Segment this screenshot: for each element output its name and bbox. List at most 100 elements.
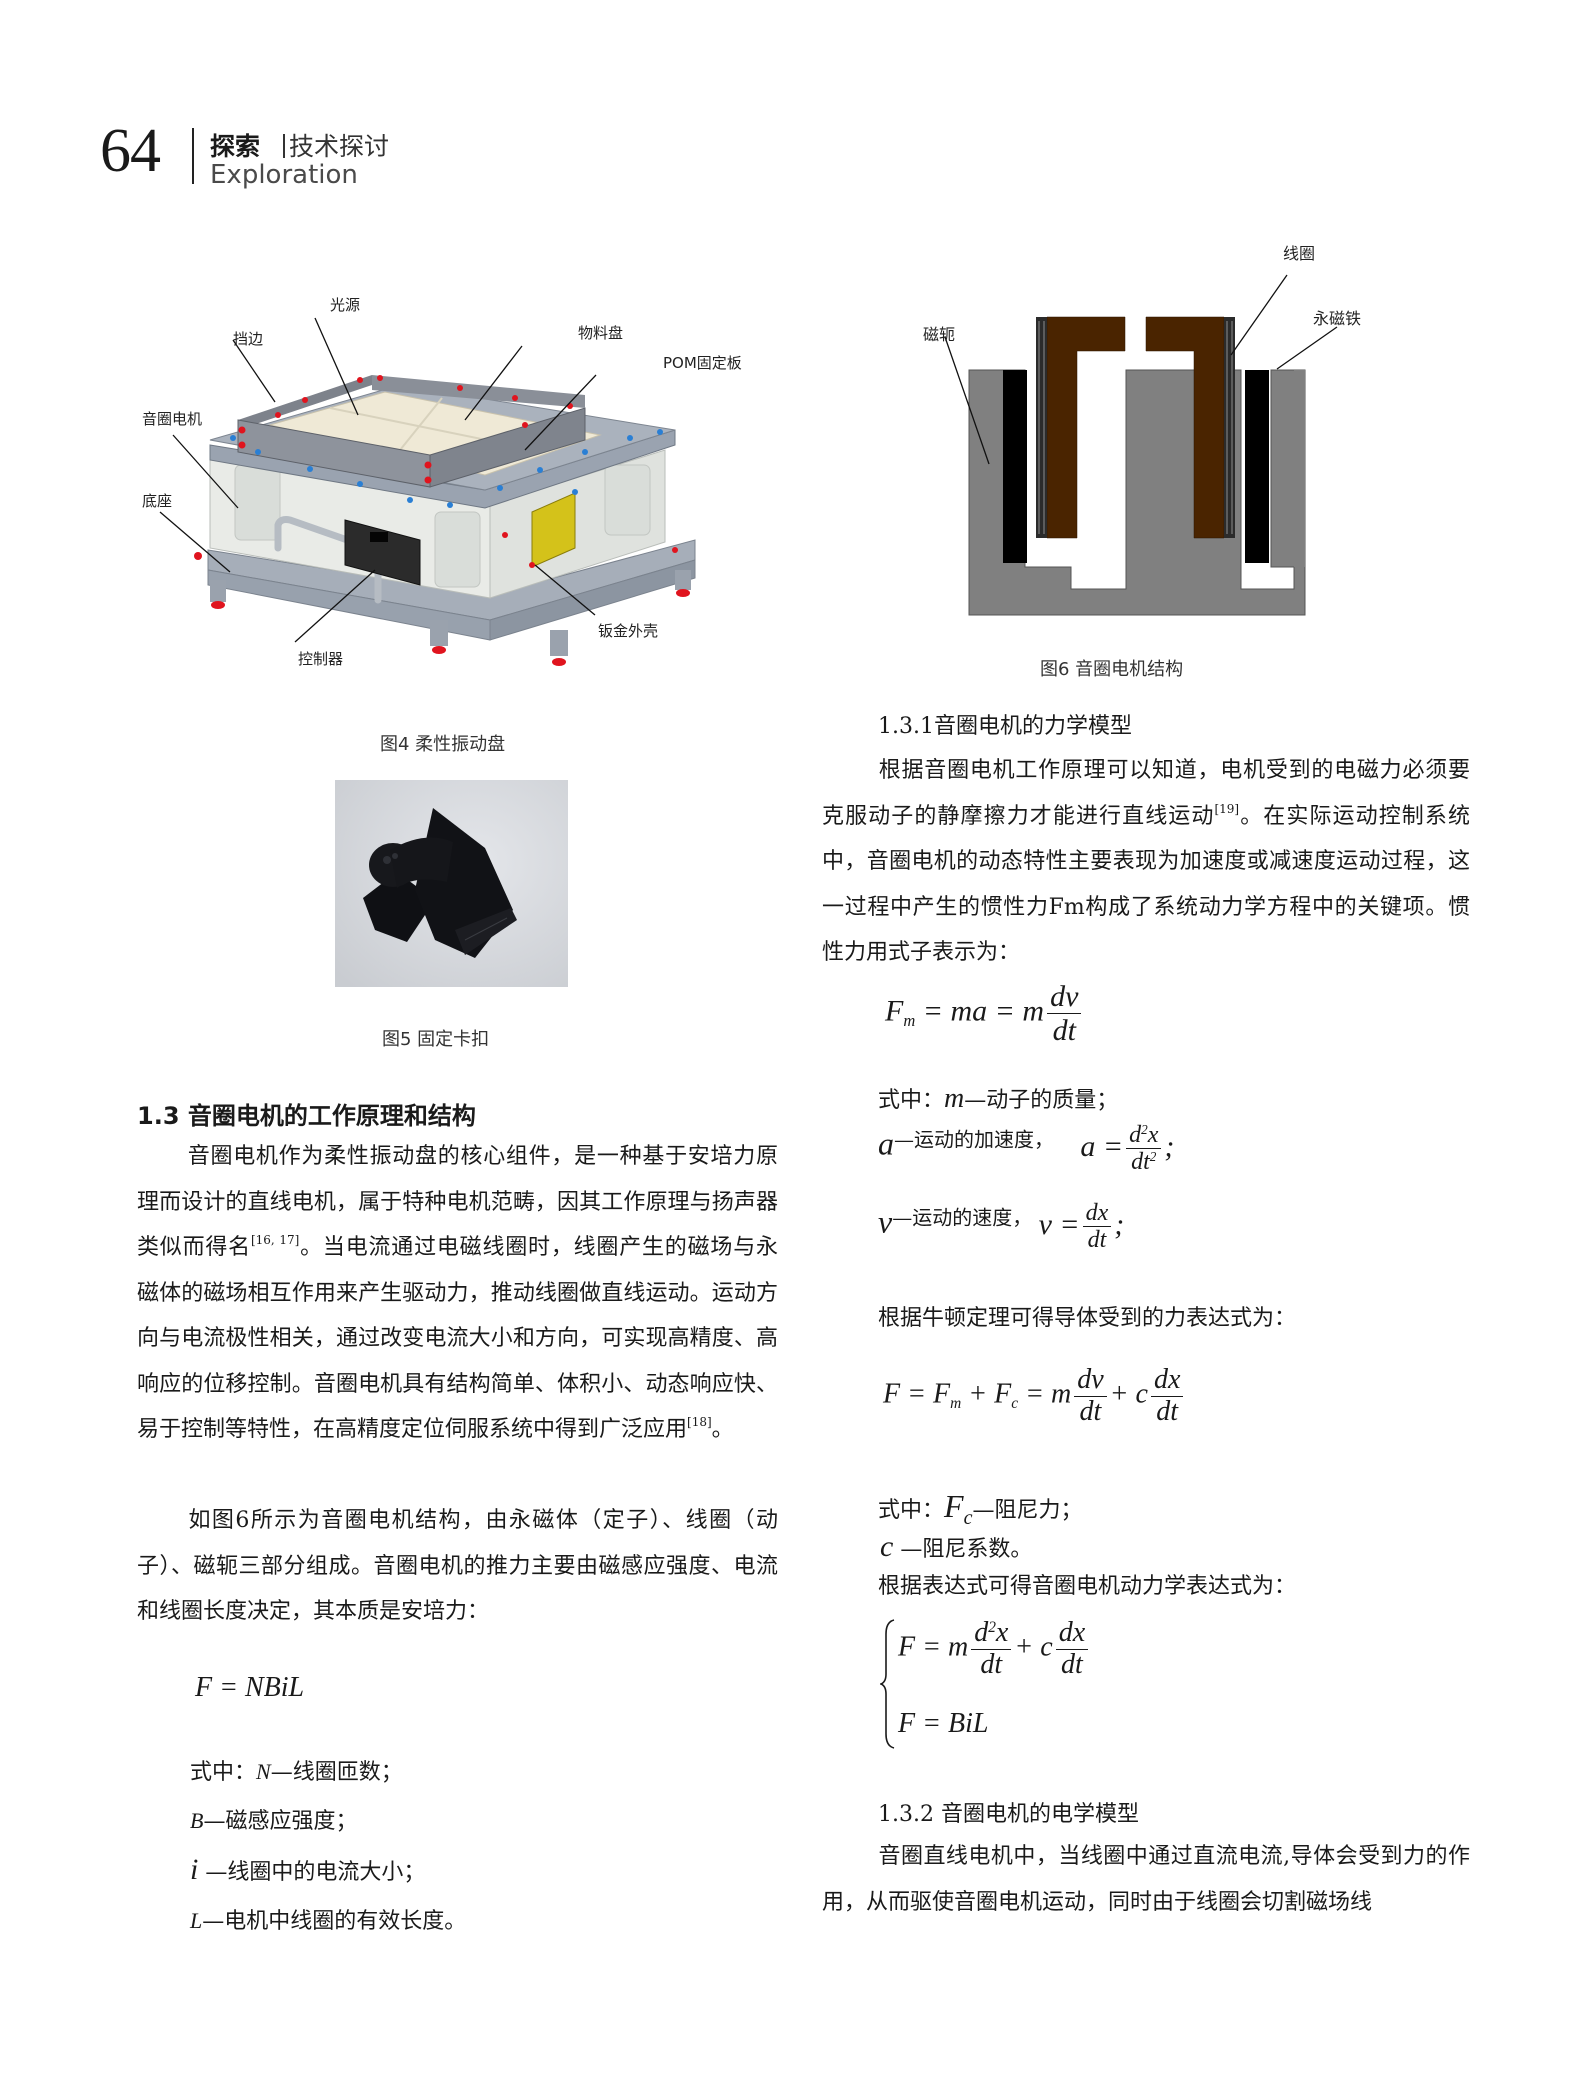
label-sheet-metal-shell: 钣金外壳 <box>598 622 659 640</box>
section-title: 探索 <box>210 132 261 161</box>
definition-text: —电机中线圈的有效长度。 <box>202 1909 467 1934</box>
eq-subscript: m <box>950 1395 962 1413</box>
subsection-heading-1-3-2: 1.3.2 音圈电机的电学模型 <box>878 1802 1139 1827</box>
symbol-subscript: c <box>963 1507 973 1529</box>
definition-l: L—电机中线圈的有效长度。 <box>190 1897 466 1946</box>
paragraph-text: 。当电流通过电磁线圈时，线圈产生的磁场与永磁体的磁场相互作用来产生驱动力，推动线… <box>137 1235 778 1442</box>
label-side-guard: 挡边 <box>233 330 264 348</box>
fixing-clip-photo <box>335 780 568 987</box>
definition-text: —线圈匝数； <box>270 1760 403 1785</box>
numerator: d <box>1129 1122 1142 1148</box>
where-label: 式中： <box>878 1498 945 1523</box>
numerator: dv <box>1047 980 1082 1014</box>
eq-term: v = <box>1038 1207 1080 1241</box>
definition-text: —线圈中的电流大小； <box>198 1860 426 1885</box>
label-controller: 控制器 <box>298 650 344 668</box>
figure-5 <box>335 780 568 987</box>
definition-b: B—磁感应强度； <box>190 1797 466 1846</box>
eq-term: F <box>885 994 904 1028</box>
exponent: 2 <box>988 1618 996 1636</box>
figure-4-caption: 图4 柔性振动盘 <box>380 734 506 755</box>
denominator: dt <box>1052 1014 1076 1047</box>
label-material-tray: 物料盘 <box>578 324 624 342</box>
paragraph-structure: 如图6所示为音圈电机结构，由永磁体（定子）、线圈（动子）、磁轭三部分组成。音圈电… <box>137 1498 778 1635</box>
symbol: v <box>878 1203 893 1240</box>
eq-term: = m <box>1018 1378 1072 1410</box>
eq-term: + c <box>1014 1631 1053 1663</box>
left-brace-icon <box>880 1619 895 1749</box>
definition-m: 式中：m—动子的质量； <box>878 1082 1118 1115</box>
label-base: 底座 <box>142 492 173 510</box>
numerator: dv <box>1074 1364 1107 1397</box>
paragraph-text: 如图6所示为音圈电机结构，由永磁体（定子）、线圈（动子）、磁轭三部分组成。音圈电… <box>137 1508 778 1624</box>
paragraph-working-principle: 音圈电机作为柔性振动盘的核心组件，是一种基于安培力原理而设计的直线电机，属于特种… <box>137 1134 778 1453</box>
paragraph-text: 根据音圈电机工作原理可以知道，电机受到的电磁力必须要克服动子的静摩擦力才能进行直… <box>822 758 1470 829</box>
eq-term: a = <box>1080 1129 1124 1163</box>
symbol: m <box>944 1083 965 1114</box>
where-label: 式中： <box>878 1088 945 1113</box>
paragraph-mechanical-model: 根据音圈电机工作原理可以知道，电机受到的电磁力必须要克服动子的静摩擦力才能进行直… <box>822 748 1470 976</box>
eq-term: F = m <box>898 1631 969 1663</box>
denominator: dt <box>1131 1149 1150 1176</box>
denominator: dt <box>980 1648 1003 1680</box>
denominator: dt <box>1061 1648 1083 1680</box>
paragraph-text: 音圈直线电机中，当线圈中通过直流电流,导体会受到力的作用，从而驱使音圈电机运动，… <box>822 1844 1470 1915</box>
subsection-title: 技术探讨 <box>283 127 389 163</box>
definition-text: —运动的速度， <box>892 1205 1033 1230</box>
label-yoke: 磁轭 <box>923 325 956 344</box>
definition-i: i —线圈中的电流大小； <box>190 1846 466 1897</box>
symbol: c <box>880 1530 894 1563</box>
header-divider <box>192 128 194 184</box>
dynamics-text: 根据表达式可得音圈电机动力学表达式为： <box>878 1574 1297 1599</box>
voice-coil-motor-diagram <box>944 274 1338 616</box>
subsection-divider <box>283 134 285 158</box>
exponent: 2 <box>1149 1149 1157 1165</box>
punctuation: ; <box>1164 1129 1175 1163</box>
symbol: i <box>190 1853 199 1886</box>
symbol: F <box>944 1488 964 1524</box>
symbol: B <box>190 1808 204 1833</box>
definition-text: —动子的质量； <box>964 1088 1119 1113</box>
punctuation: ; <box>1114 1207 1125 1241</box>
definition-text: —阻尼力； <box>972 1498 1083 1523</box>
numerator: dx <box>1150 1364 1184 1397</box>
section-heading-1-3: 1.3 音圈电机的工作原理和结构 <box>137 1102 476 1130</box>
definition-c: c —阻尼系数。 <box>880 1530 1032 1564</box>
paragraph-text: 音圈电机作为柔性振动盘的核心组件，是一种基于安培力原理而设计的直线电机，属于特种… <box>137 1144 778 1260</box>
denominator: dt <box>1079 1395 1102 1427</box>
numerator: x <box>995 1617 1009 1648</box>
symbol-definitions: 式中：N—线圈匝数； B—磁感应强度； i —线圈中的电流大小； L—电机中线圈… <box>190 1748 466 1946</box>
definition-text: —阻尼系数。 <box>893 1537 1033 1562</box>
newton-text: 根据牛顿定理可得导体受到的力表达式为： <box>878 1306 1297 1331</box>
eq-term: F = F <box>883 1378 951 1410</box>
definition-n: 式中：N—线圈匝数； <box>190 1748 466 1797</box>
subsection-label: 技术探讨 <box>289 132 390 161</box>
figure-6: 线圈 磁轭 永磁铁 <box>905 244 1375 645</box>
numerator: dx <box>1055 1617 1089 1650</box>
eq-subscript: m <box>903 1011 916 1031</box>
definition-text: —运动的加速度， <box>894 1127 1054 1152</box>
paragraph-text: 。在实际运动控制系统中，音圈电机的动态特性主要表现为加速度或减速度运动过程，这一… <box>822 803 1470 966</box>
citation-18: [18] <box>687 1415 712 1429</box>
label-coil: 线圈 <box>1283 244 1316 263</box>
symbol: a <box>878 1125 894 1162</box>
equation-bil: F = BiL <box>898 1708 989 1739</box>
numerator: x <box>1147 1122 1159 1148</box>
definition-text: —磁感应强度； <box>203 1809 358 1834</box>
subsection-heading-1-3-1: 1.3.1音圈电机的力学模型 <box>878 714 1132 739</box>
flexible-vibration-tray-render <box>159 317 696 666</box>
figure-6-caption: 图6 音圈电机结构 <box>1040 659 1184 680</box>
numerator: d <box>974 1617 989 1648</box>
exponent: 2 <box>1141 1122 1148 1138</box>
citation-16-17: [16, 17] <box>250 1233 300 1247</box>
label-voice-coil-motor: 音圈电机 <box>142 410 203 428</box>
label-pom-plate: POM固定板 <box>663 354 742 372</box>
